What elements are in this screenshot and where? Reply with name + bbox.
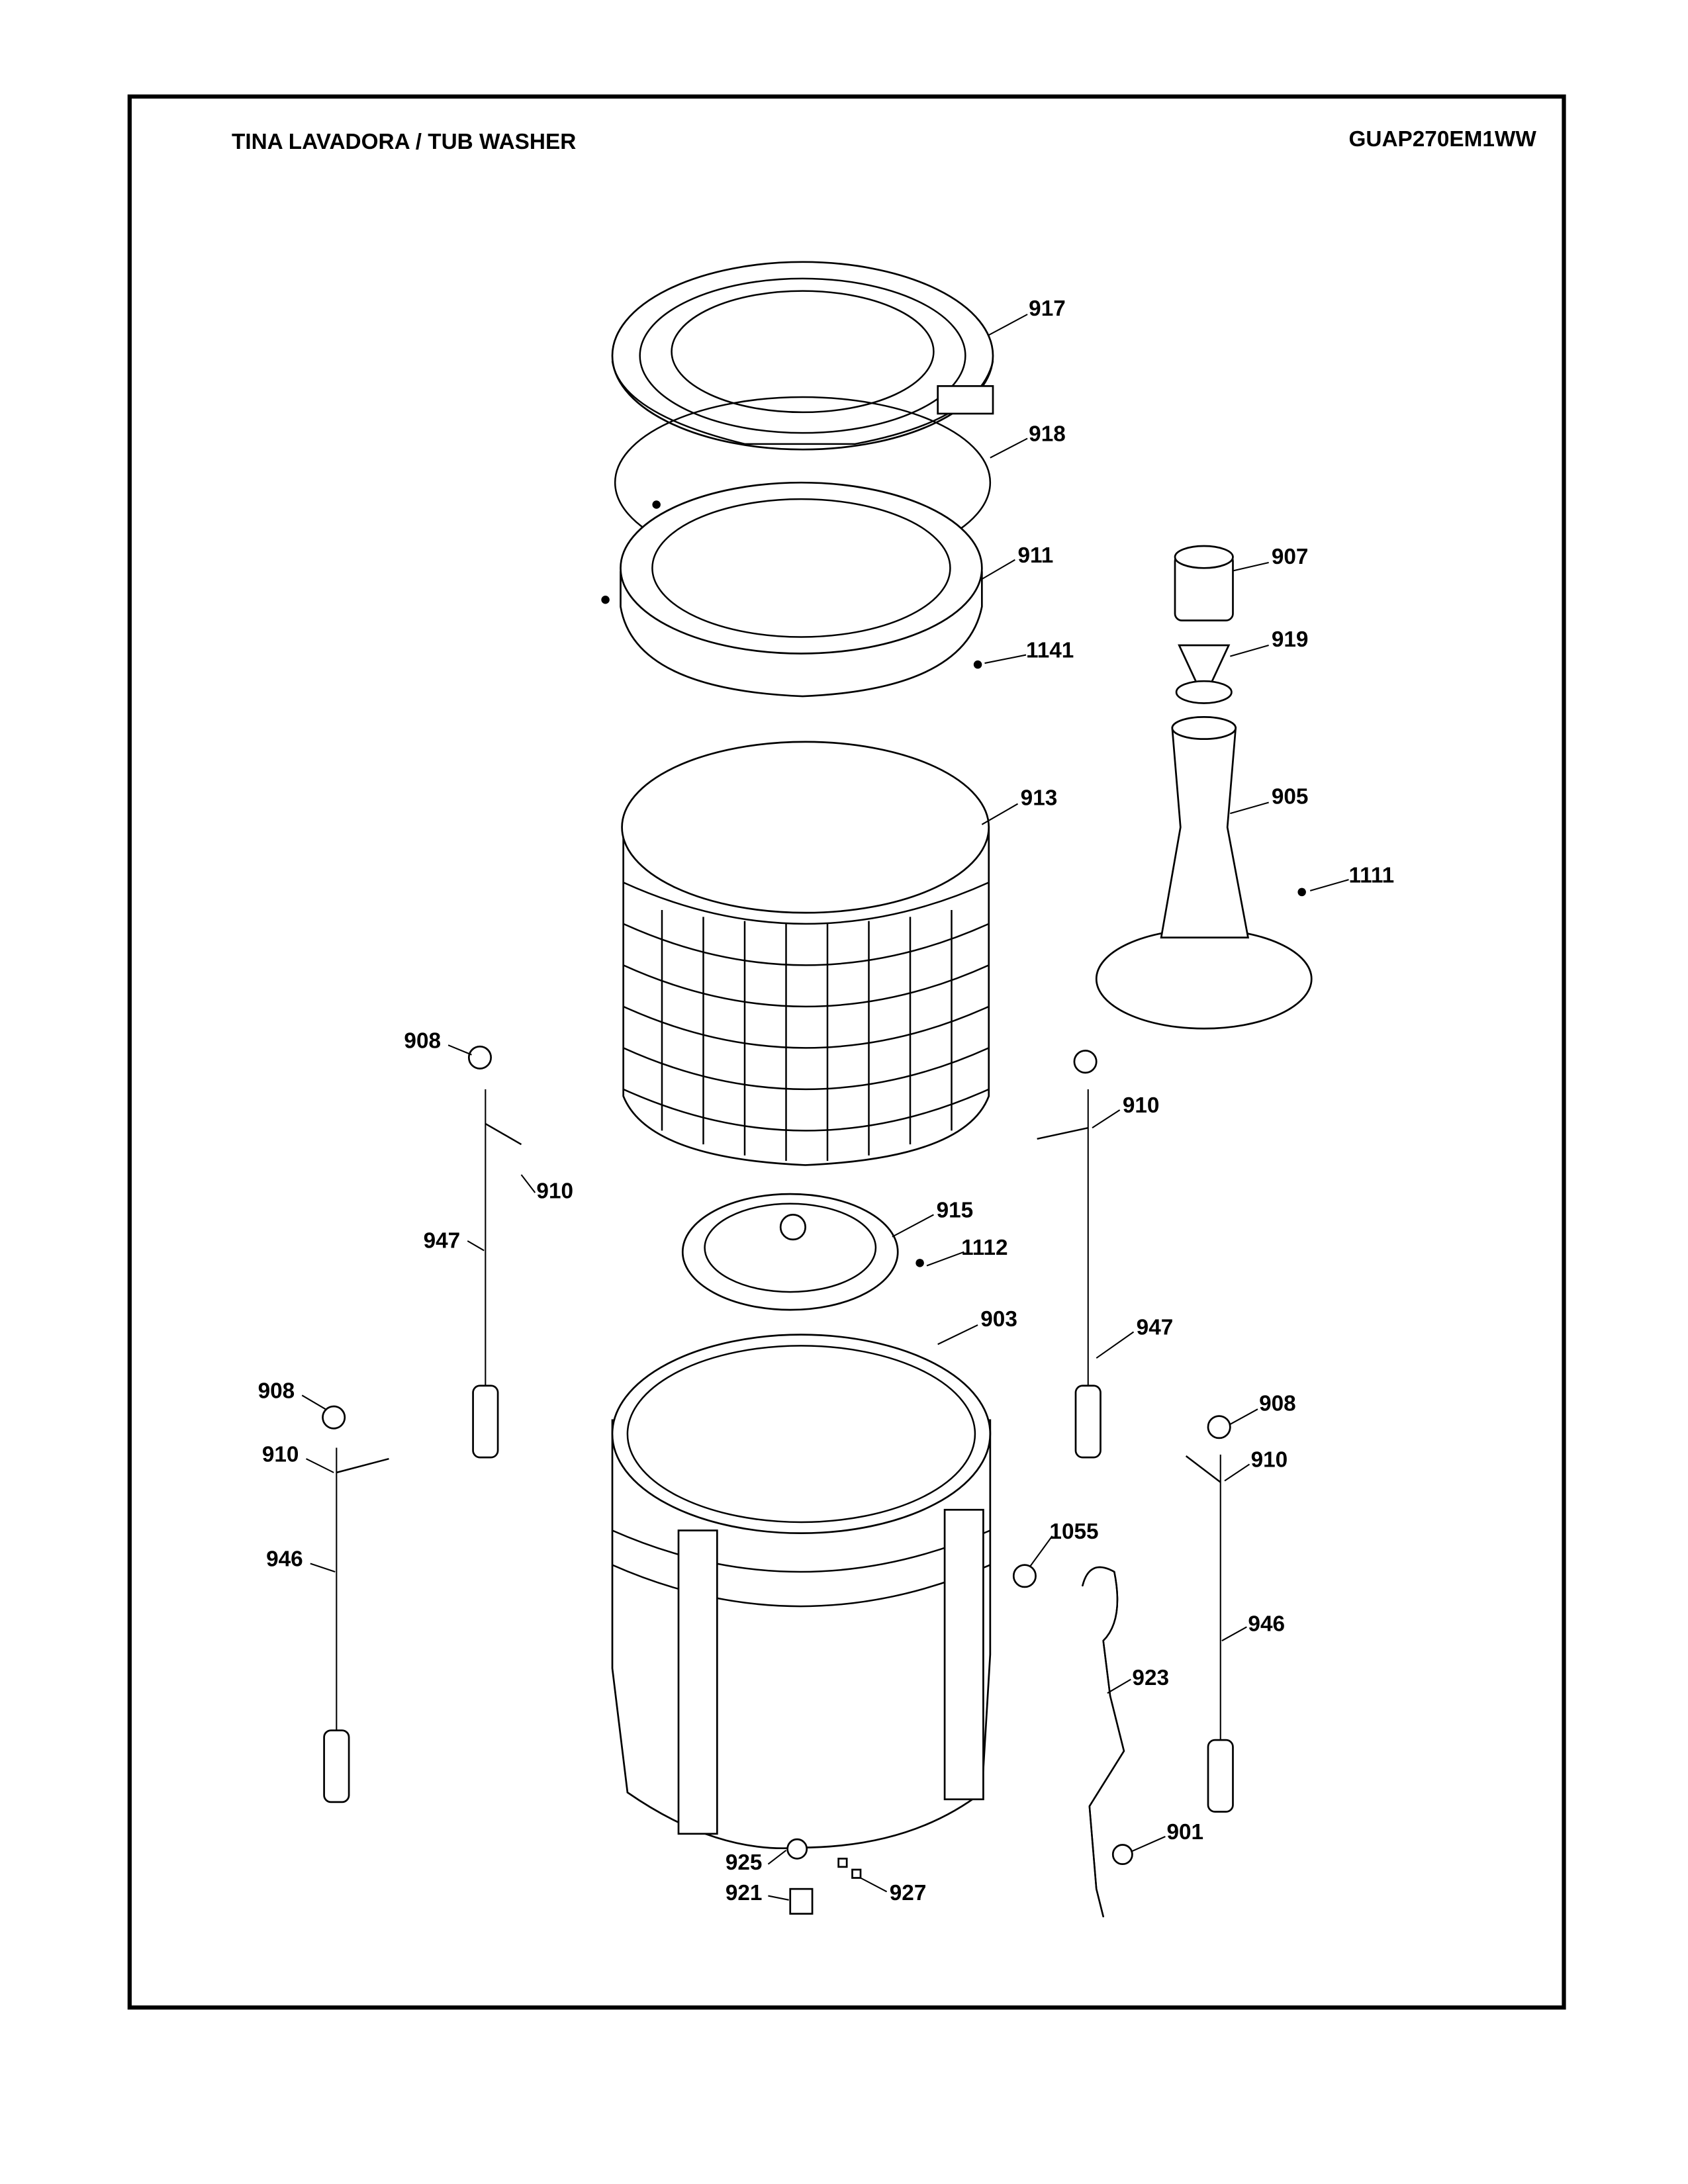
callout-1055: 1055: [1049, 1520, 1098, 1544]
page-border: [127, 94, 1566, 2010]
callout-917: 917: [1029, 296, 1066, 321]
callout-910: 910: [1251, 1448, 1288, 1473]
callout-925: 925: [726, 1850, 763, 1875]
callout-923: 923: [1132, 1666, 1169, 1690]
callout-901: 901: [1167, 1820, 1204, 1844]
callout-915: 915: [937, 1199, 974, 1223]
callout-labels: 917 918 911 1141 907 919 913 905 1111 90…: [258, 296, 1395, 1905]
part-911-balance-ring[interactable]: [620, 481, 983, 698]
callout-946: 946: [266, 1547, 303, 1572]
part-1055-clamp[interactable]: [1012, 1564, 1037, 1588]
callout-910: 910: [262, 1442, 299, 1467]
part-1112-screw[interactable]: [915, 1259, 924, 1267]
part-901-clamp[interactable]: [1111, 1844, 1133, 1866]
part-1141-screw[interactable]: [973, 660, 982, 669]
callout-927: 927: [890, 1881, 927, 1905]
callout-903: 903: [980, 1307, 1017, 1332]
suspension-rod-946-right[interactable]: [1185, 1415, 1234, 1813]
part-919-cone[interactable]: [1175, 644, 1233, 704]
callout-913: 913: [1021, 786, 1058, 811]
part-925-o-ring[interactable]: [786, 1838, 808, 1860]
part-1111-screw[interactable]: [1297, 887, 1306, 897]
callout-946: 946: [1248, 1612, 1285, 1637]
callout-1141: 1141: [1026, 639, 1074, 663]
callout-1111: 1111: [1349, 863, 1395, 887]
part-927-clip[interactable]: [837, 1857, 848, 1868]
callout-947: 947: [1137, 1316, 1174, 1340]
model-number: GUAP270EM1WW: [1348, 127, 1536, 152]
screw-icon: [601, 596, 610, 604]
part-903-outer-tub[interactable]: [611, 1334, 992, 1850]
part-917-tub-cover[interactable]: [611, 261, 994, 451]
suspension-rod-947-right[interactable]: [1037, 1050, 1102, 1459]
part-905-agitator[interactable]: [1095, 715, 1313, 1030]
suspension-rod-946-left[interactable]: [322, 1405, 389, 1803]
callout-911: 911: [1018, 543, 1054, 568]
part-927-clip[interactable]: [851, 1868, 862, 1879]
callout-908: 908: [1259, 1391, 1296, 1416]
callout-919: 919: [1272, 627, 1309, 652]
callout-1112: 1112: [961, 1236, 1008, 1260]
screw-icon: [652, 500, 661, 509]
part-921-seal[interactable]: [789, 1888, 814, 1915]
part-923-drain-hose[interactable]: [1082, 1566, 1125, 1918]
callout-947: 947: [424, 1228, 461, 1253]
callout-905: 905: [1272, 785, 1309, 809]
callout-910: 910: [1123, 1093, 1160, 1118]
callout-921: 921: [726, 1881, 763, 1905]
callout-918: 918: [1029, 422, 1066, 447]
part-913-basket[interactable]: [621, 741, 990, 1166]
diagram-title: TINA LAVADORA / TUB WASHER: [232, 130, 576, 154]
callout-910: 910: [536, 1179, 573, 1203]
suspension-rod-947-left[interactable]: [467, 1045, 522, 1459]
part-915-hub-plate[interactable]: [681, 1193, 899, 1311]
part-907-agitator-cap[interactable]: [1174, 545, 1234, 621]
callout-908: 908: [258, 1379, 295, 1404]
callout-908: 908: [404, 1028, 441, 1053]
callout-907: 907: [1272, 545, 1309, 569]
